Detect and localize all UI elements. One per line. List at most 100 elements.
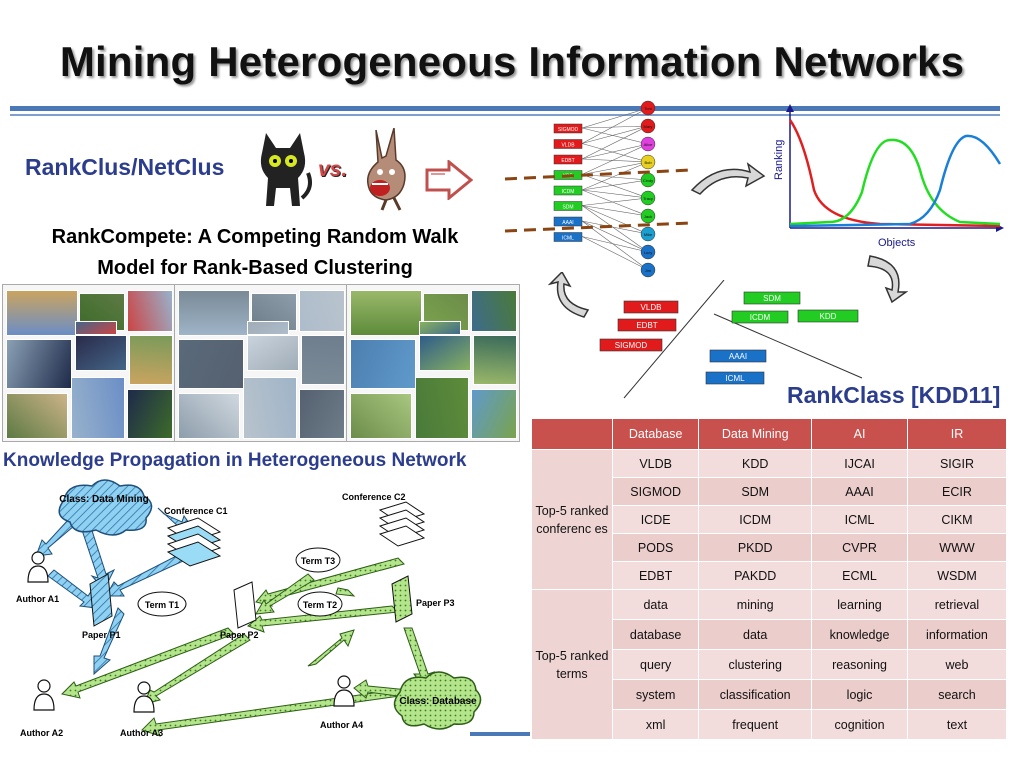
photo-thumbnail xyxy=(6,393,68,439)
conference-node-label: EDBT xyxy=(561,158,574,164)
author-node-label: Mary xyxy=(644,124,653,129)
photo-thumbnail xyxy=(6,339,72,389)
network-edge xyxy=(581,107,649,129)
author-node xyxy=(640,118,656,134)
table-header xyxy=(531,418,613,450)
table-header: Data Mining xyxy=(698,418,813,450)
rankclass-box xyxy=(623,300,679,314)
term-t2-node xyxy=(297,591,343,617)
curved-arrow-icon xyxy=(867,255,908,304)
photo-thumbnail xyxy=(178,290,250,336)
network-edge xyxy=(581,125,649,129)
table-cell: data xyxy=(611,589,700,620)
rankclass-box xyxy=(731,310,789,324)
conference-node-label: SDM xyxy=(562,205,573,211)
photo-thumbnail xyxy=(350,393,412,439)
table-cell: ICML xyxy=(811,505,908,534)
network-edge xyxy=(581,205,649,217)
term-t2-label: Term T2 xyxy=(303,600,337,610)
title-rule xyxy=(10,106,1000,111)
table-cell: data xyxy=(698,619,813,650)
rankclass-box-label: EDBT xyxy=(636,321,657,330)
photo-thumbnail xyxy=(299,290,345,332)
class-database-cloud xyxy=(393,671,482,730)
conference-c2-label: Conference C2 xyxy=(342,492,406,502)
arrow-right-icon xyxy=(425,160,473,200)
table-cell: WSDM xyxy=(906,561,1008,590)
table-cell: CIKM xyxy=(906,505,1008,534)
table-cell: knowledge xyxy=(811,619,908,650)
rankclass-box-label: AAAI xyxy=(729,352,747,361)
network-edge xyxy=(581,125,649,144)
ranking-curve-red xyxy=(788,119,1001,228)
paper-p1-icon xyxy=(89,573,113,627)
author-node-label: Mike xyxy=(644,232,653,237)
table-cell: web xyxy=(906,649,1008,680)
network-edge xyxy=(581,161,649,175)
rankclass-box-label: SDM xyxy=(763,294,781,303)
table-cell: search xyxy=(906,679,1008,710)
network-edge xyxy=(581,236,649,253)
class-data-mining-label: Class: Data Mining xyxy=(59,494,148,505)
photo-thumbnail xyxy=(75,335,127,371)
author-node-label: Bob xyxy=(644,160,652,165)
paper-p1-label: Paper P1 xyxy=(82,630,121,640)
author-a1-icon xyxy=(27,551,49,583)
table-group-label: Top-5 ranked terms xyxy=(531,589,613,740)
term-t3-label: Term T3 xyxy=(301,556,335,566)
network-edge xyxy=(581,189,649,217)
table-cell: SIGIR xyxy=(906,449,1008,478)
cluster-separators xyxy=(504,168,691,233)
author-node xyxy=(640,244,656,260)
table-cell: text xyxy=(906,709,1008,740)
network-edge xyxy=(581,143,649,160)
table-group-label: Top-5 ranked conferenc es xyxy=(531,449,613,590)
photo-thumbnail xyxy=(415,377,469,439)
conference-node xyxy=(553,139,583,149)
table-cell: PODS xyxy=(611,533,700,562)
rankclass-box xyxy=(599,338,663,352)
author-a1-label: Author A1 xyxy=(16,594,59,604)
author-a2-icon xyxy=(33,679,55,711)
table-cell: CVPR xyxy=(811,533,908,562)
ranking-curve-green xyxy=(789,138,1001,226)
table-cell: EDBT xyxy=(611,561,700,590)
table-cell: information xyxy=(906,619,1008,650)
photo-thumbnail xyxy=(127,389,173,439)
photo-thumbnail xyxy=(473,335,517,385)
author-a2-label: Author A2 xyxy=(20,728,63,738)
photo-thumbnail xyxy=(75,321,117,335)
knowledge-propagation-label: Knowledge Propagation in Heterogeneous N… xyxy=(3,450,467,471)
table-cell: classification xyxy=(698,679,813,710)
network-edge xyxy=(581,197,649,206)
rabbit-icon xyxy=(366,128,406,211)
class-database-label: Class: Database xyxy=(399,696,477,707)
paper-p3-icon xyxy=(391,575,413,623)
photo-thumbnail xyxy=(129,335,173,385)
term-t1-node xyxy=(137,591,187,617)
rankclass-box xyxy=(797,309,859,323)
table-cell: xml xyxy=(611,709,700,740)
author-node xyxy=(640,154,656,170)
table-cell: VLDB xyxy=(611,449,700,478)
table-cell: ECML xyxy=(811,561,908,590)
photo-thumbnail xyxy=(350,290,422,336)
table-cell: PAKDD xyxy=(698,561,813,590)
conference-node xyxy=(553,185,583,196)
curved-arrow-icon xyxy=(690,162,766,195)
table-cell: clustering xyxy=(698,649,813,680)
network-edge xyxy=(581,179,649,191)
rankcompete-line1: RankCompete: A Competing Random Walk xyxy=(51,226,459,248)
network-edge xyxy=(581,205,649,253)
table-cell: KDD xyxy=(698,449,813,478)
table-cell: retrieval xyxy=(906,589,1008,620)
network-edge xyxy=(581,174,649,199)
conference-c2-icon xyxy=(378,501,426,547)
paper-p2-icon xyxy=(233,581,257,629)
author-node xyxy=(640,262,656,278)
rankcompete-line2: Model for Rank-Based Clustering xyxy=(97,257,413,279)
conference-node xyxy=(553,216,583,227)
author-a3-label: Author A3 xyxy=(120,728,163,738)
